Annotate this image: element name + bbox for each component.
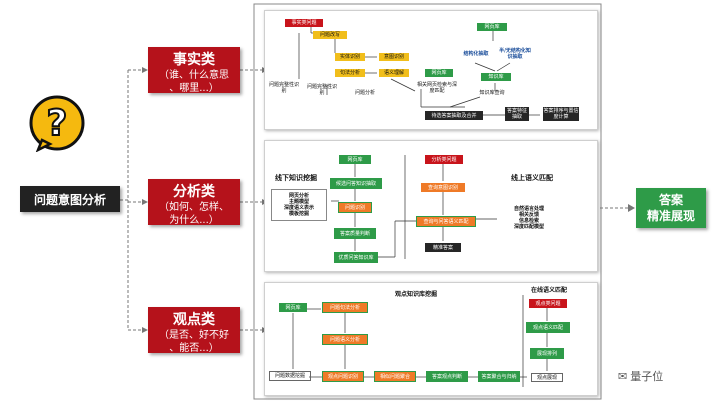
fact-panel: 事实类问题 问题改写 实体识别 意图识别 句法分析 语义理解 问题完整性识别 问… (264, 10, 598, 130)
fact-node-web-retrieval: 相关网页检索与深度匹配 (416, 82, 457, 94)
category-opinion-title: 观点类 (173, 312, 215, 328)
analysis-node-candidate: 候选问答知识抽取 (331, 179, 381, 188)
opinion-node-data-mining: 问题数据挖掘 (269, 371, 311, 381)
fact-node-feature-extract: 答案特征抽取 (505, 107, 529, 121)
fact-node-unstructured: 半/无结构化知识抽取 (499, 48, 531, 60)
fact-node-syntax: 句法分析 (335, 69, 365, 77)
answer-display-box: 答案 精准展现 (636, 188, 706, 228)
opinion-node-display: 观点展现 (531, 373, 563, 382)
fact-node-completeness-1: 问题完整性识别 (268, 82, 299, 94)
category-analysis-sub2: 为什么...） (169, 215, 219, 226)
wechat-icon: ✉ (618, 369, 628, 383)
opinion-node-webpage-lib: 网页库 (279, 303, 307, 312)
opinion-panel: 观点知识库挖掘 在线语义匹配 网页库 问题句法分析 问题语义分析 问题数据挖掘 … (264, 282, 598, 396)
opinion-node-question-id: 观点问题识别 (323, 372, 363, 381)
answer-display-line1: 答案 (658, 193, 683, 207)
question-mark-icon: ? (28, 94, 86, 153)
analysis-node-online-tech: 自然语言处理 相关反馈 信息检索 深度匹配模型 (513, 206, 544, 230)
opinion-node-semantic: 问题语义分析 (323, 335, 367, 344)
category-fact-sub2: 、哪里...） (169, 83, 219, 94)
question-mark-glyph: ? (47, 103, 68, 144)
fact-node-webpage-lib-1: 网页库 (425, 69, 453, 77)
analysis-node-analysis-question: 分析类问题 (425, 155, 463, 164)
opinion-node-answer-merge: 答案聚合与归纳 (479, 372, 519, 381)
analysis-node-question-id: 问题识别 (339, 203, 371, 212)
fact-node-ranking: 答案排序与置信度计算 (543, 107, 579, 121)
fact-node-structured: 结构化抽取 (463, 51, 489, 57)
answer-display-line2: 精准展现 (646, 209, 695, 223)
opinion-node-syntax: 问题句法分析 (323, 303, 367, 312)
analysis-node-semantic-match: 查询与问答语义匹配 (417, 217, 475, 226)
analysis-node-precise-answer: 精准答案 (425, 243, 461, 252)
analysis-panel-arrows (331, 155, 497, 259)
fact-node-rewrite: 问题改写 (313, 31, 347, 39)
analysis-node-techniques: 网页分析 主题模型 深度语义表示 模板挖掘 (271, 189, 327, 221)
category-analysis: 分析类 （如何、怎样、 为什么...） (148, 179, 240, 226)
analysis-panel: 线下知识挖掘 线上语义匹配 网页库 候选问答知识抽取 问题识别 答案质量判断 优… (264, 140, 598, 272)
analysis-node-webpage-lib: 网页库 (339, 155, 371, 164)
fact-node-webpage-lib-2: 网页库 (477, 23, 507, 31)
fact-node-semantic: 语义理解 (379, 69, 409, 77)
category-opinion-sub1: （是否、好不好 (159, 330, 229, 341)
intent-analysis-label: 问题意图分析 (20, 186, 120, 212)
fact-node-analysis: 问题分析 (354, 90, 375, 96)
opinion-node-answer-judge: 答案观点判断 (427, 372, 467, 381)
opinion-panel-arrows (292, 295, 548, 387)
analysis-online-title: 线上语义匹配 (511, 174, 553, 182)
analysis-node-answer-quality: 答案质量判断 (335, 229, 375, 238)
category-opinion-sub2: 、能否...） (169, 343, 219, 354)
fact-node-entity: 实体识别 (335, 53, 365, 61)
category-analysis-title: 分析类 (173, 184, 215, 200)
opinion-node-display-order: 展现排列 (531, 349, 563, 358)
category-fact: 事实类 （谁、什么意思 、哪里...） (148, 47, 240, 94)
opinion-mining-title: 观点知识库挖掘 (395, 291, 438, 298)
opinion-node-opinion-question: 观点类问题 (529, 299, 567, 308)
fact-node-kb-query: 知识库查询 (479, 90, 505, 96)
analysis-offline-title: 线下知识挖掘 (275, 174, 317, 182)
category-analysis-sub1: （如何、怎样、 (159, 202, 229, 213)
fact-node-question: 事实类问题 (285, 19, 323, 27)
fact-node-candidate-merge: 待选答案抽取及合并 (425, 111, 483, 120)
fact-node-intent: 意图识别 (379, 53, 409, 61)
opinion-node-similar-merge: 相似问题聚合 (375, 372, 415, 381)
category-fact-sub1: （谁、什么意思 (159, 70, 229, 81)
analysis-node-intent-id: 查询意图识别 (421, 183, 465, 192)
category-opinion: 观点类 （是否、好不好 、能否...） (148, 307, 240, 354)
watermark: ✉ 量子位 (618, 368, 663, 384)
fact-node-knowledge-base: 知识库 (481, 73, 511, 81)
watermark-text: 量子位 (630, 370, 664, 383)
opinion-online-title: 在线语义匹配 (531, 287, 568, 294)
analysis-node-qa-kb: 优质问答知识库 (335, 253, 377, 262)
category-fact-title: 事实类 (173, 52, 215, 68)
opinion-node-semantic-match: 观点语义匹配 (527, 323, 569, 332)
fact-panel-arrows (298, 25, 540, 116)
fact-node-completeness-2: 问题完整性识别 (306, 84, 337, 96)
